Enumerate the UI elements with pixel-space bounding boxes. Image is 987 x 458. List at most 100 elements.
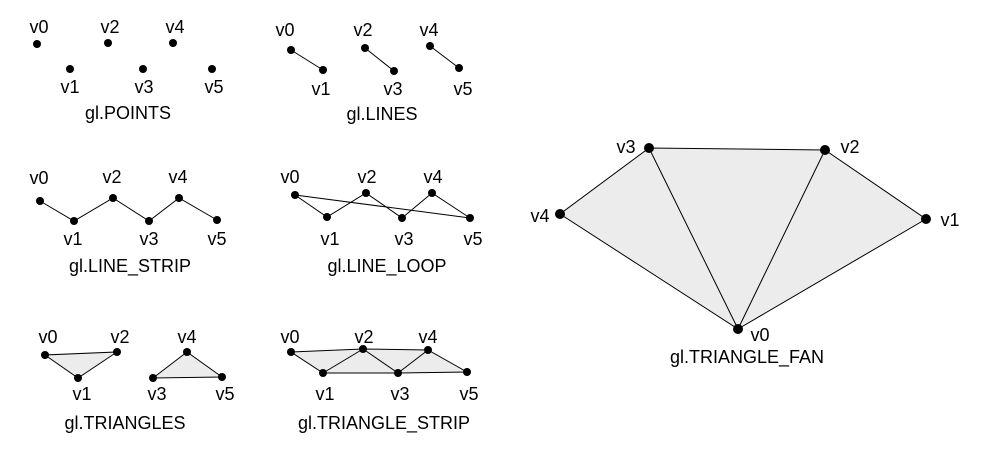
vertex-label-v5: v5 — [459, 384, 478, 404]
vertex-label-v3: v3 — [139, 229, 158, 249]
vertex-dot-v0 — [33, 40, 41, 48]
vertex-label-v3: v3 — [383, 79, 402, 99]
vertex-label-v5: v5 — [204, 77, 223, 97]
vertex-label-v2: v2 — [100, 17, 119, 37]
vertex-label-v1: v1 — [311, 79, 330, 99]
vertex-label-v2: v2 — [357, 167, 376, 187]
vertex-dot-v2 — [820, 145, 830, 155]
vertex-label-v1: v1 — [60, 77, 79, 97]
vertex-dot-v4 — [183, 348, 191, 356]
vertex-dot-v0 — [733, 324, 743, 334]
vertex-dot-v2 — [109, 194, 117, 202]
vertex-dot-v3 — [398, 214, 406, 222]
vertex-label-v2: v2 — [354, 327, 373, 347]
vertex-dot-v1 — [921, 214, 931, 224]
vertex-label-v4: v4 — [177, 327, 196, 347]
filled-primitive — [289, 348, 469, 374]
vertex-dot-v2 — [361, 44, 369, 52]
panel-gl-triangle-strip: v0 v1 v2 v3 v4 v5 gl.TRIANGLE_STRIP — [280, 327, 478, 434]
vertex-label-v0: v0 — [38, 327, 57, 347]
edge-path — [294, 192, 471, 219]
panel-title-gl-triangle-fan: gl.TRIANGLE_FAN — [670, 347, 824, 368]
vertex-dot-v5 — [213, 216, 221, 224]
edge-path — [39, 197, 218, 222]
vertex-dot-v1 — [66, 65, 74, 73]
vertex-label-v2: v2 — [102, 167, 121, 187]
vertex-label-v0: v0 — [750, 325, 769, 345]
edge-path — [737, 149, 826, 330]
vertex-dot-v1 — [319, 66, 327, 74]
vertex-label-v0: v0 — [280, 167, 299, 187]
filled-primitive — [151, 351, 224, 379]
vertex-dot-v3 — [394, 369, 402, 377]
vertex-dot-v1 — [74, 374, 82, 382]
vertex-label-v2: v2 — [840, 137, 859, 157]
vertex-label-v4: v4 — [419, 20, 438, 40]
vertex-label-v1: v1 — [63, 229, 82, 249]
filled-primitive — [559, 147, 927, 330]
vertex-dot-v4 — [555, 209, 565, 219]
vertex-label-v3: v3 — [147, 384, 166, 404]
vertex-label-v4: v4 — [418, 327, 437, 347]
panel-title-gl-line-strip: gl.LINE_STRIP — [69, 256, 191, 277]
vertex-label-v4: v4 — [165, 17, 184, 37]
edge-path — [322, 348, 364, 374]
panel-title-gl-line-loop: gl.LINE_LOOP — [327, 256, 446, 277]
vertex-dot-v3 — [145, 217, 153, 225]
vertex-label-v5: v5 — [453, 79, 472, 99]
vertex-label-v0: v0 — [280, 327, 299, 347]
vertex-dot-v2 — [362, 189, 370, 197]
vertex-label-v4: v4 — [168, 167, 187, 187]
panel-title-gl-triangles: gl.TRIANGLES — [64, 413, 185, 433]
vertex-dot-v5 — [463, 368, 471, 376]
vertex-label-v5: v5 — [463, 229, 482, 249]
edge-path — [429, 45, 460, 69]
edge-path — [362, 348, 399, 374]
vertex-dot-v3 — [644, 143, 654, 153]
vertex-dot-v0 — [287, 46, 295, 54]
vertex-dot-v0 — [36, 197, 44, 205]
panel-gl-points: v0 v1 v2 v3 v4 v5 gl.POINTS — [29, 17, 223, 123]
vertex-dot-v5 — [455, 64, 463, 72]
vertex-dot-v1 — [70, 217, 78, 225]
vertex-dot-v1 — [323, 213, 331, 221]
vertex-dot-v2 — [113, 348, 121, 356]
panel-title-gl-points: gl.POINTS — [85, 103, 171, 123]
vertex-label-v2: v2 — [353, 20, 372, 40]
vertex-label-v0: v0 — [29, 168, 48, 188]
vertex-label-v1: v1 — [72, 384, 91, 404]
vertex-label-v5: v5 — [215, 384, 234, 404]
vertex-dot-v4 — [169, 39, 177, 47]
vertex-dot-v2 — [359, 345, 367, 353]
vertex-dot-v5 — [208, 65, 216, 73]
vertex-label-v2: v2 — [110, 327, 129, 347]
vertex-dot-v5 — [466, 214, 474, 222]
panel-title-gl-triangle-strip: gl.TRIANGLE_STRIP — [298, 413, 470, 434]
vertex-dot-v4 — [426, 42, 434, 50]
vertex-dot-v0 — [41, 351, 49, 359]
edge-path — [364, 47, 395, 72]
vertex-label-v1: v1 — [315, 384, 334, 404]
vertex-label-v3: v3 — [134, 77, 153, 97]
vertex-label-v3: v3 — [390, 384, 409, 404]
edge-path — [397, 349, 429, 374]
edge-path — [290, 49, 324, 71]
vertex-label-v1: v1 — [320, 229, 339, 249]
vertex-dot-v3 — [149, 374, 157, 382]
vertex-dot-v4 — [424, 346, 432, 354]
vertex-label-v5: v5 — [207, 229, 226, 249]
vertex-dot-v3 — [139, 65, 147, 73]
vertex-label-v0: v0 — [29, 17, 48, 37]
edge-path — [648, 147, 739, 330]
vertex-dot-v4 — [175, 194, 183, 202]
filled-primitive — [43, 351, 119, 379]
panel-title-gl-lines: gl.LINES — [346, 104, 417, 124]
vertex-label-v4: v4 — [530, 206, 549, 226]
vertex-dot-v0 — [291, 191, 299, 199]
panel-gl-triangles: v0 v1 v2 v3 v4 v5 gl.TRIANGLES — [38, 327, 234, 433]
